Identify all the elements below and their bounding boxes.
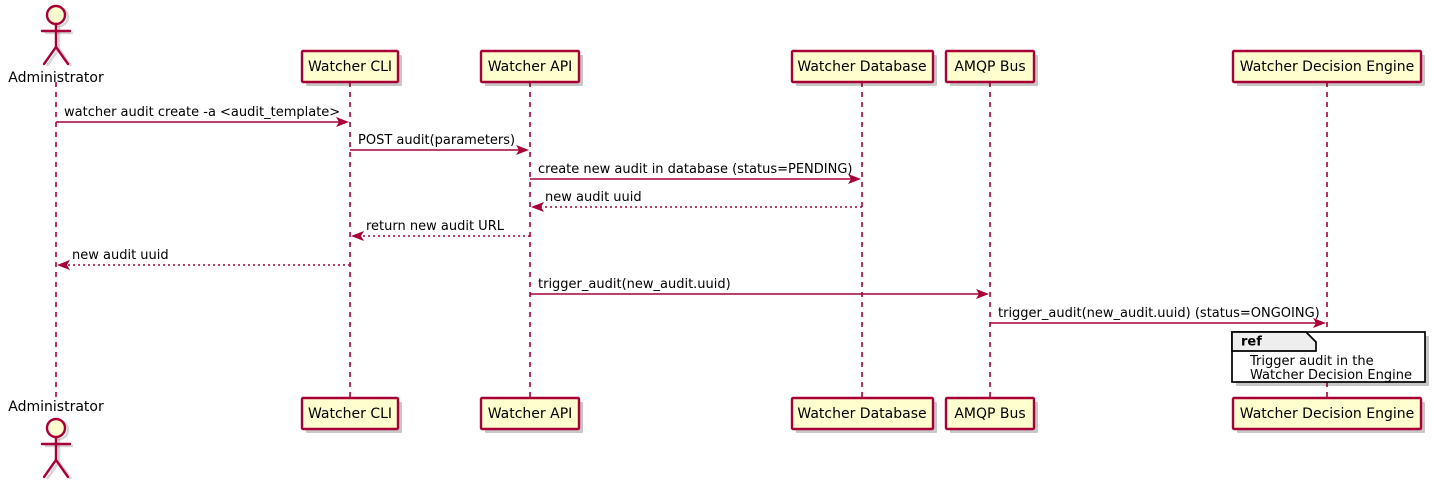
participant-box-watcher-api-top[interactable]: Watcher API xyxy=(479,49,583,86)
actor-administrator-top: Administrator xyxy=(8,4,104,86)
participant-box-watcher-database-bottom[interactable]: Watcher Database xyxy=(790,396,937,433)
message-2-post-audit[interactable]: POST audit(parameters) xyxy=(350,133,529,155)
message-7-arrowhead-right xyxy=(976,289,989,299)
message-7-trigger-audit[interactable]: trigger_audit(new_audit.uuid) xyxy=(530,277,989,299)
participant-boxes-top: Watcher CLI Watcher API Watcher Database… xyxy=(300,49,1425,86)
message-4-label: new audit uuid xyxy=(545,190,642,205)
message-3-label: create new audit in database (status=PEN… xyxy=(538,162,853,177)
participant-label-watcher-database-bottom: Watcher Database xyxy=(797,406,926,422)
message-5-label: return new audit URL xyxy=(366,219,505,234)
ref-fragment-line-1: Trigger audit in the xyxy=(1249,354,1374,369)
actor-leg-left-icon xyxy=(42,45,58,66)
actor-head-icon xyxy=(45,4,67,26)
participant-box-watcher-decision-engine-top[interactable]: Watcher Decision Engine xyxy=(1231,49,1425,86)
message-2-arrowhead-right xyxy=(516,145,529,155)
actor-administrator-bottom: Administrator xyxy=(8,399,104,480)
participant-label-watcher-api-top: Watcher API xyxy=(488,59,573,75)
participant-label-watcher-api-bottom: Watcher API xyxy=(488,406,573,422)
message-8-arrowhead-right xyxy=(1313,318,1326,328)
participant-label-amqp-bus-bottom: AMQP Bus xyxy=(954,406,1025,422)
message-5-return-new-audit-url[interactable]: return new audit URL xyxy=(351,219,530,241)
lifelines-group xyxy=(55,82,1328,398)
message-8-label: trigger_audit(new_audit.uuid) (status=ON… xyxy=(998,306,1320,321)
participant-label-watcher-database-top: Watcher Database xyxy=(797,59,926,75)
message-1-label: watcher audit create -a <audit_template> xyxy=(64,105,340,120)
participant-box-amqp-bus-top[interactable]: AMQP Bus xyxy=(944,49,1038,86)
message-4-arrowhead-left xyxy=(531,202,544,212)
participant-label-watcher-cli-top: Watcher CLI xyxy=(308,59,392,75)
participant-box-watcher-database-top[interactable]: Watcher Database xyxy=(790,49,937,86)
message-3-arrowhead-right xyxy=(848,174,861,184)
participant-box-watcher-cli-bottom[interactable]: Watcher CLI xyxy=(300,396,402,433)
actor-leg-right-icon xyxy=(54,45,70,66)
participant-label-watcher-decision-engine-top: Watcher Decision Engine xyxy=(1240,59,1414,75)
message-2-label: POST audit(parameters) xyxy=(358,133,515,148)
message-6-label: new audit uuid xyxy=(72,248,169,263)
actor-label-administrator-top: Administrator xyxy=(8,70,104,86)
message-1-watcher-audit-create[interactable]: watcher audit create -a <audit_template> xyxy=(56,105,349,127)
actor-leg-left-icon-bottom xyxy=(42,458,58,479)
ref-fragment-line-2: Watcher Decision Engine xyxy=(1250,368,1412,383)
message-5-arrowhead-left xyxy=(351,231,364,241)
ref-fragment[interactable]: ref Trigger audit in the Watcher Decisio… xyxy=(1231,331,1429,386)
participant-box-watcher-api-bottom[interactable]: Watcher API xyxy=(479,396,583,433)
participant-label-amqp-bus-top: AMQP Bus xyxy=(954,59,1025,75)
message-8-trigger-audit-ongoing[interactable]: trigger_audit(new_audit.uuid) (status=ON… xyxy=(990,306,1326,328)
message-6-arrowhead-left xyxy=(57,260,70,270)
actor-head-icon-bottom xyxy=(45,417,67,439)
message-3-create-new-audit[interactable]: create new audit in database (status=PEN… xyxy=(530,162,861,184)
participant-box-watcher-cli-top[interactable]: Watcher CLI xyxy=(300,49,402,86)
message-7-label: trigger_audit(new_audit.uuid) xyxy=(538,277,731,292)
participant-label-watcher-decision-engine-bottom: Watcher Decision Engine xyxy=(1240,406,1414,422)
participant-boxes-bottom: Watcher CLI Watcher API Watcher Database… xyxy=(300,396,1425,433)
message-4-new-audit-uuid[interactable]: new audit uuid xyxy=(531,190,862,212)
message-1-arrowhead-right xyxy=(336,117,349,127)
actor-label-administrator-bottom: Administrator xyxy=(8,399,104,415)
message-6-new-audit-uuid[interactable]: new audit uuid xyxy=(57,248,350,270)
ref-fragment-tab-label: ref xyxy=(1241,335,1262,350)
participant-box-watcher-decision-engine-bottom[interactable]: Watcher Decision Engine xyxy=(1231,396,1425,433)
participant-label-watcher-cli-bottom: Watcher CLI xyxy=(308,406,392,422)
participant-box-amqp-bus-bottom[interactable]: AMQP Bus xyxy=(944,396,1038,433)
ref-fragment-tab xyxy=(1231,331,1317,352)
actor-leg-right-icon-bottom xyxy=(54,458,70,479)
